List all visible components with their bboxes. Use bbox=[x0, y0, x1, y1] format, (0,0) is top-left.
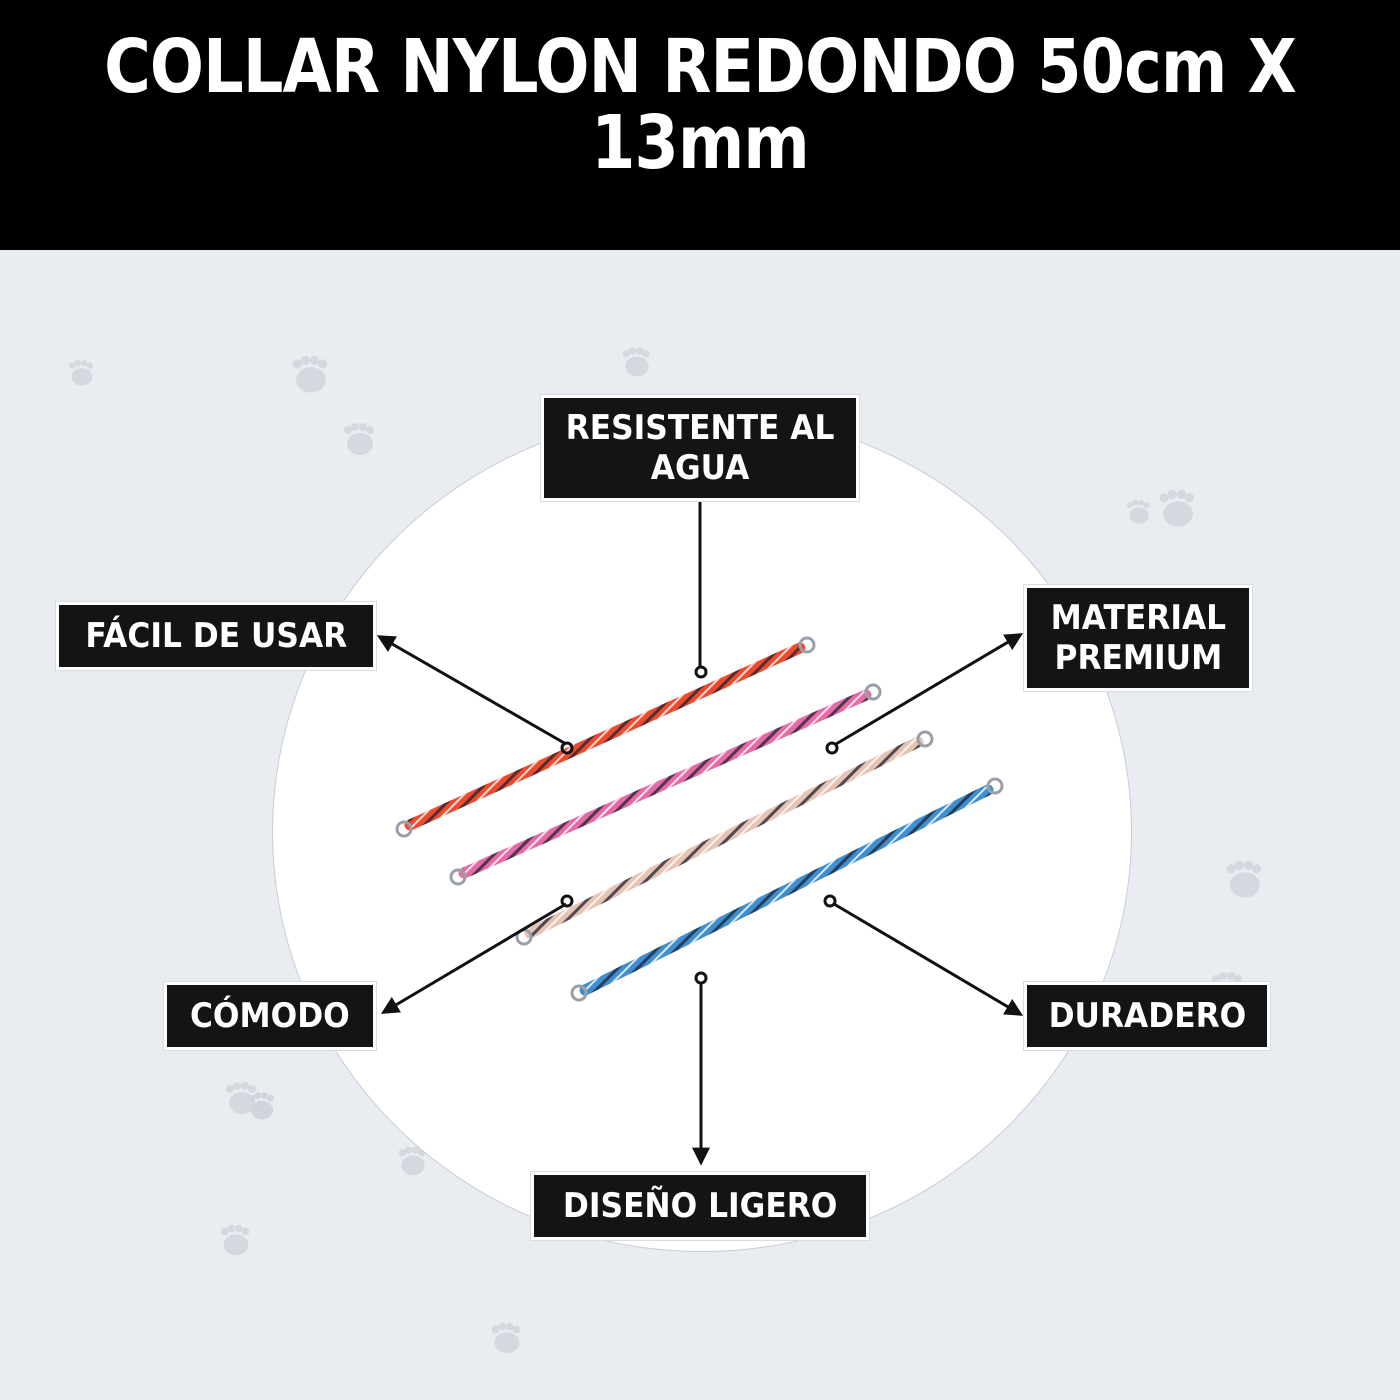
product-backdrop-circle bbox=[272, 412, 1132, 1252]
paw-print-icon bbox=[340, 418, 380, 458]
page-title: COLLAR NYLON REDONDO 50cm X 13mm bbox=[104, 24, 1297, 186]
feature-label-premium-material: MATERIAL PREMIUM bbox=[1023, 584, 1253, 692]
feature-label-durable: DURADERO bbox=[1023, 981, 1271, 1051]
title-banner: COLLAR NYLON REDONDO 50cm X 13mm bbox=[0, 0, 1400, 250]
paw-print-icon bbox=[1155, 484, 1201, 530]
paw-print-icon bbox=[245, 1088, 279, 1122]
paw-print-icon bbox=[1222, 855, 1268, 901]
paw-print-icon bbox=[222, 1077, 262, 1117]
feature-label-lightweight-design: DISEÑO LIGERO bbox=[530, 1171, 870, 1241]
paw-print-icon bbox=[619, 343, 655, 379]
paw-print-icon bbox=[288, 350, 334, 396]
paw-print-icon bbox=[66, 356, 98, 388]
paw-print-icon bbox=[1208, 967, 1248, 997]
feature-label-comfortable: CÓMODO bbox=[163, 981, 377, 1051]
feature-label-water-resistant: RESISTENTE AL AGUA bbox=[540, 394, 860, 502]
paw-print-icon bbox=[488, 1318, 526, 1356]
paw-print-icon bbox=[1124, 496, 1154, 526]
paw-print-icon bbox=[217, 1220, 255, 1258]
feature-label-easy-to-use: FÁCIL DE USAR bbox=[55, 601, 377, 671]
paw-print-icon bbox=[395, 1142, 431, 1178]
